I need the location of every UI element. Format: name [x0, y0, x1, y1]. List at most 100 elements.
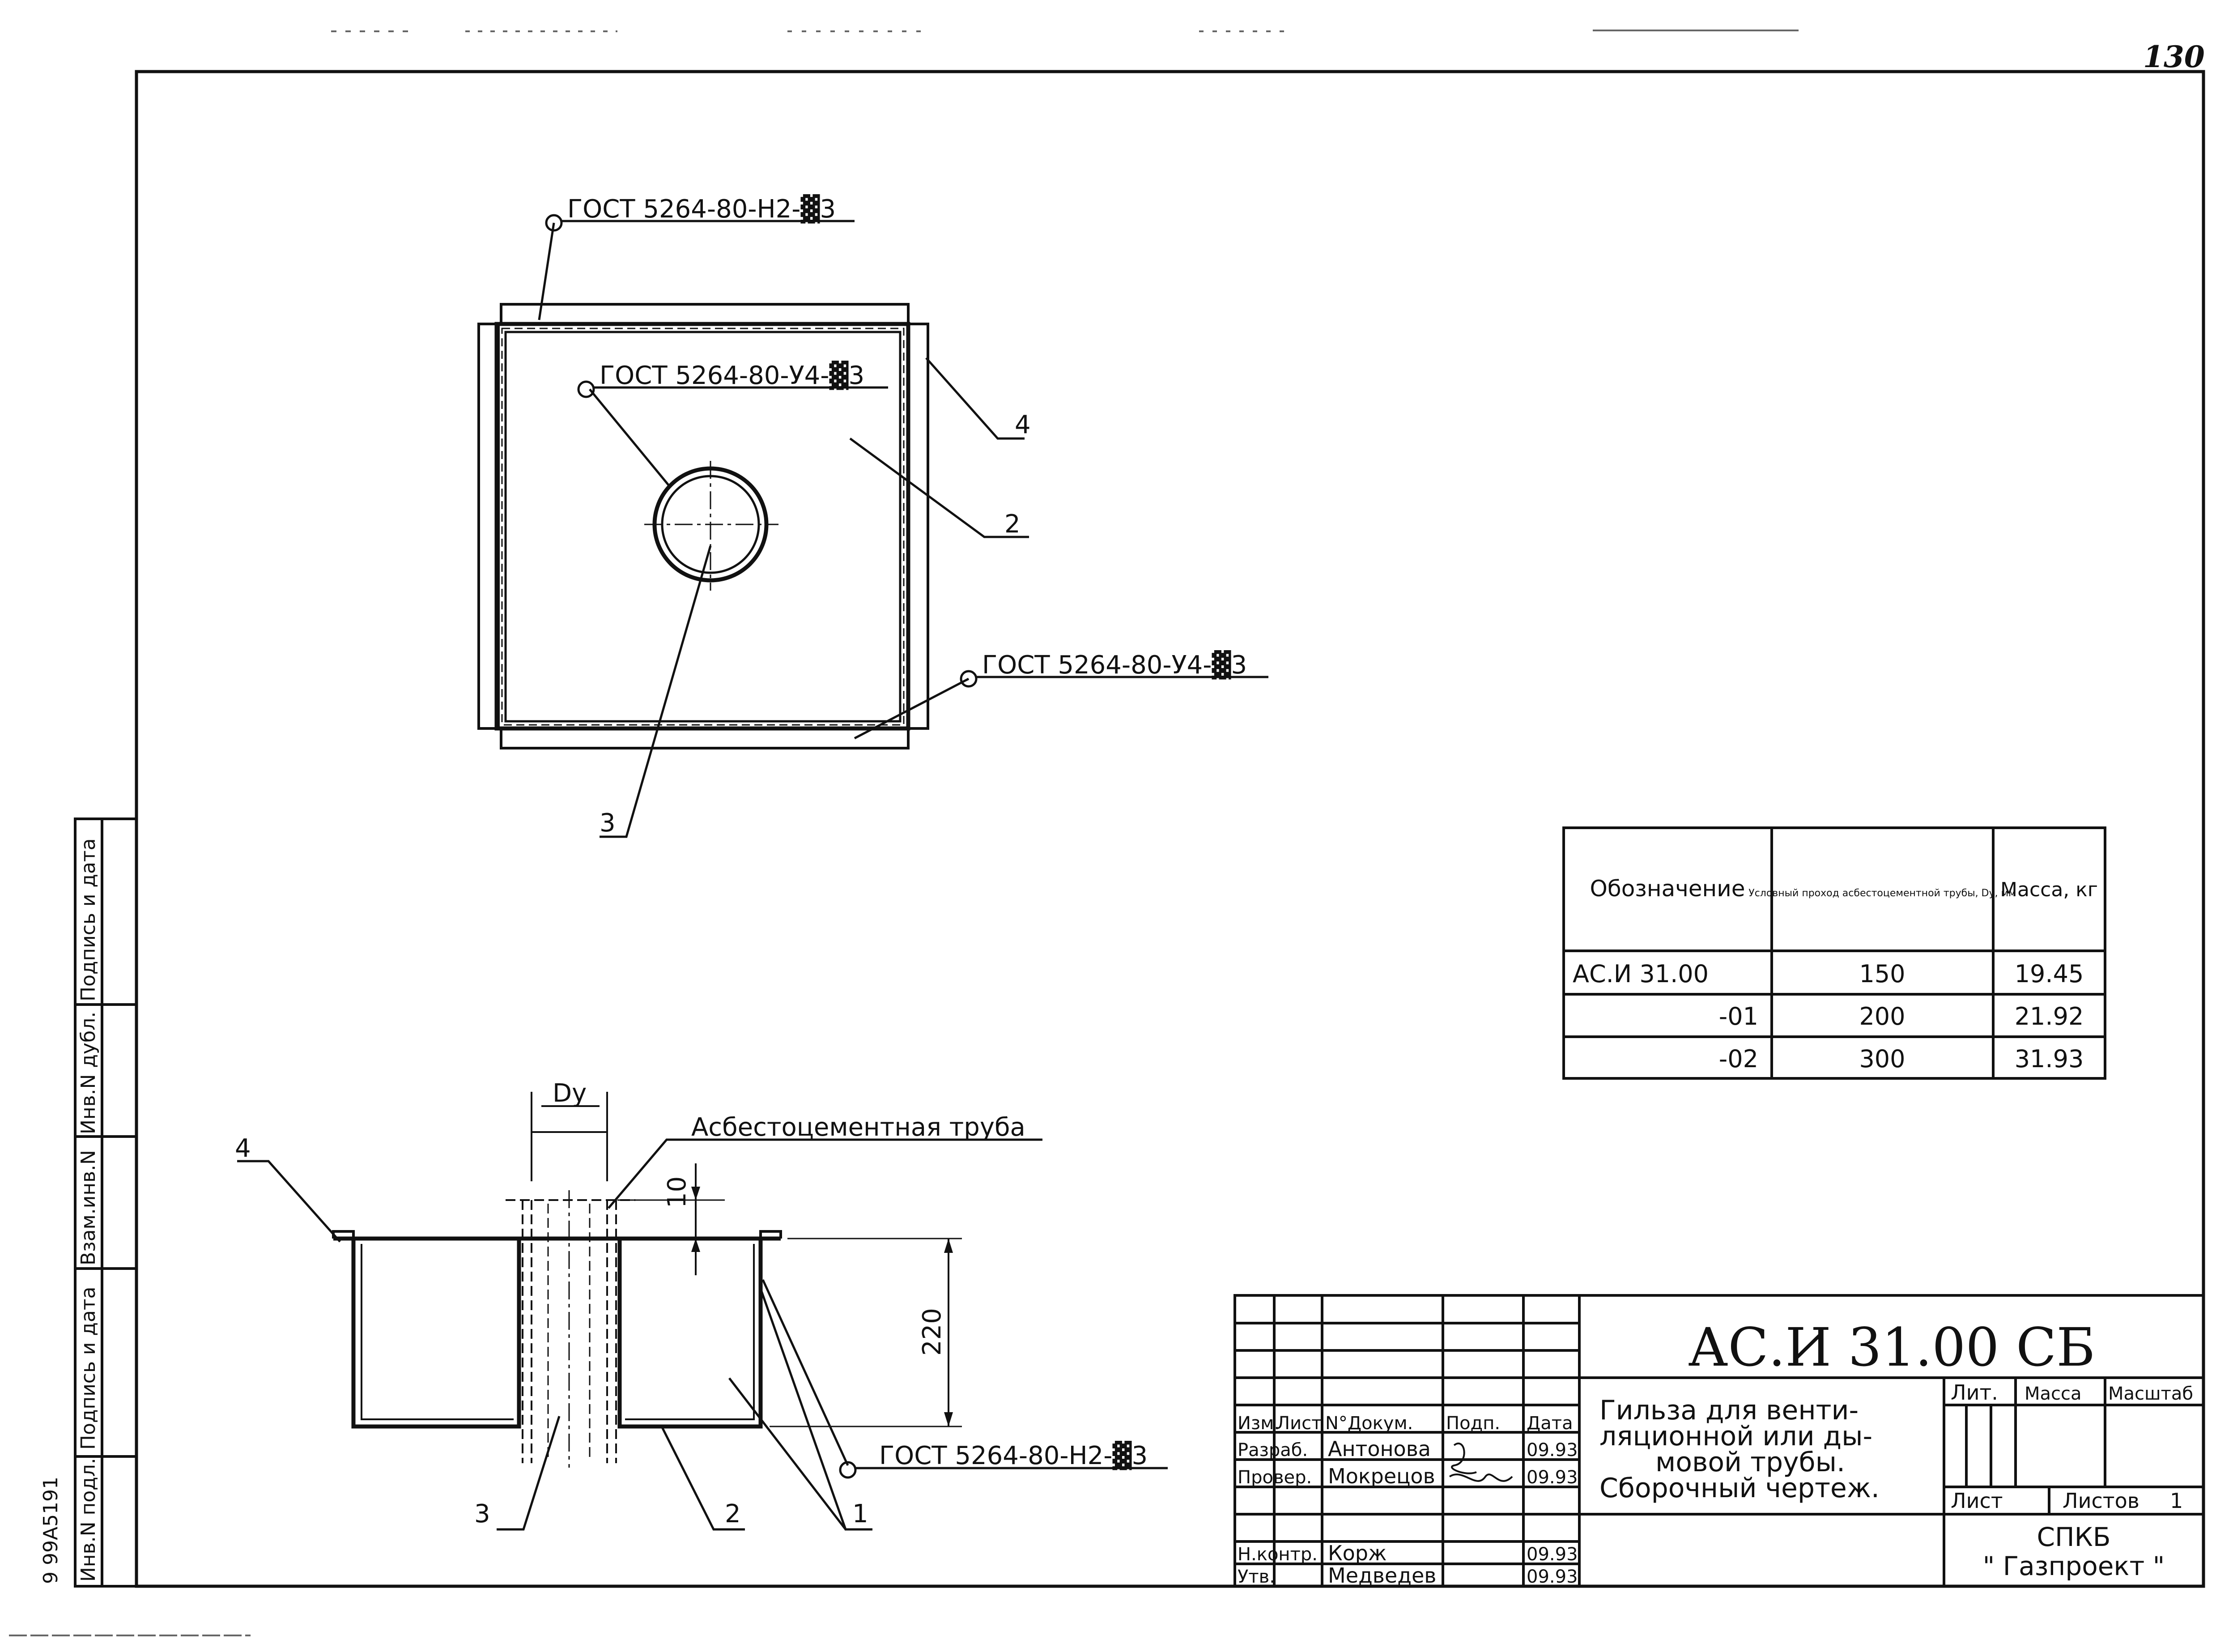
- leader-weld-top: [538, 222, 555, 320]
- flange-right: [759, 1230, 782, 1257]
- tb-date: 09.93: [1527, 1467, 1578, 1488]
- sheet-number: 130: [2143, 39, 2205, 74]
- top-flange-strip: [500, 303, 910, 325]
- body-inner: [504, 331, 902, 723]
- leader-weld-right: [854, 677, 970, 740]
- spec-table: [1562, 826, 2106, 1080]
- section-left-box: [351, 1239, 521, 1429]
- tb-massa: Масса: [2025, 1384, 2082, 1404]
- section-left-box-inner: [361, 1244, 514, 1420]
- tb-listov: Листов: [2063, 1489, 2139, 1513]
- section-right-box-inner: [625, 1244, 755, 1420]
- title-code: АС.И 31.00 СБ: [1688, 1316, 2095, 1378]
- bottom-flange-strip: [500, 727, 910, 749]
- leader-4: [925, 357, 1025, 440]
- stamp-podpis-1: Подпись и дата: [77, 1287, 100, 1450]
- tb-listov-value: 1: [2170, 1489, 2183, 1513]
- side-stamp: [74, 817, 138, 1588]
- weld-label-top: ГОСТ 5264-80-Н2-▓3: [567, 194, 836, 224]
- weld-marker-section: [839, 1461, 857, 1479]
- callout-4-section: 4: [235, 1134, 251, 1163]
- title-description-line: мовой трубы.: [1655, 1447, 1845, 1478]
- leader-weld-center: [589, 388, 670, 486]
- weld-marker-center: [577, 380, 595, 398]
- table-header-mass: Масса, кг: [2000, 878, 2098, 901]
- dim-10-label: 10: [663, 1176, 692, 1208]
- tb-date: 09.93: [1527, 1567, 1578, 1587]
- title-block: [1233, 1294, 2205, 1588]
- tb-header-doc: N°Докум.: [1325, 1413, 1413, 1434]
- tb-name: Медведев: [1328, 1563, 1436, 1588]
- callout-1-section: 1: [852, 1499, 868, 1529]
- dim10-arrow-bottom: [691, 1239, 700, 1252]
- dim220-arrow-top: [944, 1239, 953, 1253]
- leader-2: [849, 437, 1029, 538]
- tb-date: 09.93: [1527, 1544, 1578, 1565]
- table-cell-dy: 300: [1859, 1045, 1905, 1073]
- title-description-line: ляционной или ды-: [1599, 1421, 1872, 1452]
- tb-list: Лист: [1951, 1489, 2003, 1513]
- stamp-podpis-2: Подпись и дата: [77, 839, 100, 1001]
- table-cell-mass: 19.45: [2015, 960, 2084, 988]
- table-cell-dy: 150: [1859, 960, 1905, 988]
- title-description-line: Сборочный чертеж.: [1599, 1473, 1880, 1504]
- dim220-arrow-bottom: [944, 1412, 953, 1426]
- tb-org: " Газпроект ": [1983, 1551, 2165, 1581]
- hidden-edge: [501, 328, 905, 726]
- side-number: 9 99A5191: [39, 1477, 62, 1584]
- title-description-line: Гильза для венти-: [1599, 1395, 1859, 1426]
- top-view: [477, 214, 1268, 838]
- callout-2-top: 2: [1004, 510, 1021, 539]
- table-cell-designation: АС.И 31.00: [1573, 960, 1709, 988]
- table-header-designation: Обозначение: [1590, 876, 1745, 902]
- leader-weld-section: [761, 1279, 849, 1466]
- scan-marks: [9, 30, 1799, 1636]
- weld-label-section: ГОСТ 5264-80-Н2-▓3: [879, 1441, 1148, 1470]
- leader-2-section: [661, 1426, 745, 1531]
- tb-role: Утв.: [1238, 1567, 1275, 1587]
- right-flange-strip: [907, 323, 929, 730]
- tb-org: СПКБ: [2037, 1522, 2110, 1552]
- table-cell-dy: 200: [1859, 1002, 1905, 1030]
- table-cell-mass: 31.93: [2015, 1045, 2084, 1073]
- tb-header-podp: Подп.: [1446, 1413, 1500, 1434]
- callout-2-section: 2: [725, 1499, 741, 1529]
- dim-dy-label: Dy: [553, 1079, 587, 1108]
- tb-name: Антонова: [1328, 1437, 1431, 1461]
- tb-header-list: Лист: [1276, 1413, 1322, 1434]
- tb-name: Мокрецов: [1328, 1464, 1435, 1488]
- section-right-box: [617, 1239, 763, 1429]
- body-outer: [494, 322, 910, 731]
- table-cell-designation: -02: [1719, 1045, 1758, 1073]
- tb-role: Провер.: [1238, 1467, 1312, 1488]
- leader-pipe-label: [608, 1138, 1042, 1209]
- leader-3-top: [600, 545, 712, 838]
- weld-label-center: ГОСТ 5264-80-У4-▓3: [600, 361, 864, 390]
- callout-3-top: 3: [600, 809, 616, 838]
- table-header-passage: Условный проход асбестоцементной трубы, …: [1748, 888, 2016, 899]
- tb-lit: Лит.: [1951, 1380, 1998, 1405]
- signatures: [1449, 1443, 1513, 1482]
- callout-3-section: 3: [474, 1499, 490, 1529]
- section-view: [237, 1092, 1168, 1531]
- dim10-arrow-top: [691, 1187, 700, 1200]
- leader-3-section: [497, 1416, 561, 1531]
- weld-marker-right: [960, 670, 978, 688]
- callout-4-top: 4: [1015, 410, 1031, 439]
- weld-label-right: ГОСТ 5264-80-У4-▓3: [982, 650, 1247, 680]
- flange-left: [332, 1230, 355, 1257]
- stamp-vzam-inv: Взам.инв.N: [77, 1150, 100, 1265]
- weld-marker-top: [545, 214, 563, 232]
- tb-header-izm: Изм.: [1238, 1413, 1280, 1434]
- dim-220-label: 220: [918, 1308, 947, 1356]
- tb-role: Разраб.: [1238, 1440, 1308, 1460]
- tb-header-date: Дата: [1527, 1413, 1573, 1434]
- tb-date: 09.93: [1527, 1440, 1578, 1460]
- table-cell-designation: -01: [1719, 1002, 1758, 1030]
- pipe-label: Асбестоцементная труба: [691, 1113, 1025, 1142]
- tb-role: Н.контр.: [1238, 1544, 1318, 1565]
- tb-name: Корж: [1328, 1541, 1387, 1565]
- stamp-inv-dubl: Инв.N дубл.: [77, 1012, 100, 1134]
- leader-1b: [728, 1377, 846, 1530]
